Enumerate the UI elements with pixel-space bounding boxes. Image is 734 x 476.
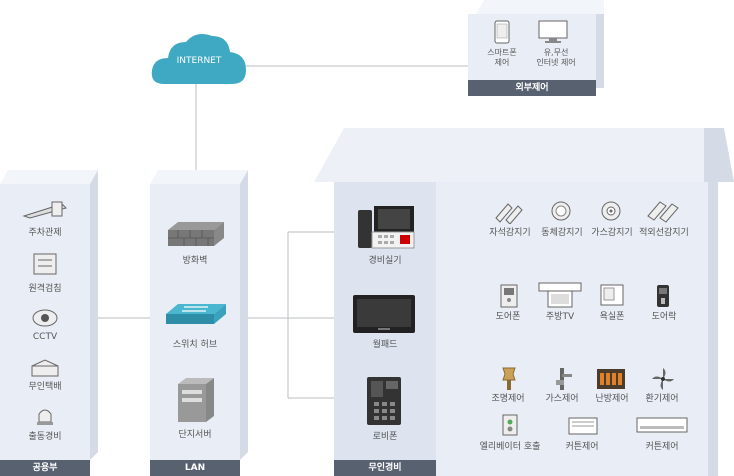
parcel-box-icon	[30, 358, 60, 382]
firewall-icon	[166, 220, 226, 252]
kitchen-tv-icon	[538, 282, 582, 312]
lan-item-label: 스위치 허브	[172, 340, 218, 350]
device-label: 주방TV	[545, 312, 575, 322]
curtain-motor-icon	[636, 416, 688, 440]
cloud-icon	[151, 34, 246, 84]
sensor-label: 자석감지기	[489, 228, 531, 238]
control2-label: 엘리베이터 호출	[479, 442, 541, 452]
elevator-call-icon	[502, 414, 518, 440]
control-label: 조명제어	[491, 394, 525, 404]
public-item-label: 출동경비	[28, 432, 62, 442]
gas-valve-icon	[552, 366, 574, 396]
security-item-label: 월패드	[372, 340, 398, 350]
lan-item-label: 방화벽	[182, 256, 208, 266]
fan-icon	[650, 366, 676, 396]
security-footer: 무인경비	[334, 460, 436, 476]
server-icon	[176, 376, 216, 428]
control-label: 난방제어	[595, 394, 629, 404]
lan-footer: LAN	[150, 460, 240, 476]
public-item-label: 무인택배	[28, 382, 62, 392]
switch-hub-icon	[164, 302, 228, 332]
bathroom-phone-icon	[600, 284, 624, 310]
device-label: 욕실폰	[599, 312, 625, 322]
guard-phone-icon	[356, 204, 416, 254]
public-item-label: 주차관제	[28, 228, 62, 238]
device-label: 도어락	[651, 312, 677, 322]
device-label: 도어폰	[495, 312, 521, 322]
doorphone-icon	[500, 284, 518, 312]
public-footer: 공용부	[0, 460, 90, 476]
public-item-label: 원격검침	[28, 284, 62, 294]
external-footer: 외부제어	[468, 80, 596, 96]
control2-label: 커튼제어	[565, 442, 599, 452]
security-item-label: 로비폰	[372, 432, 398, 442]
smartphone-icon	[494, 20, 510, 48]
alarm-siren-icon	[34, 404, 56, 430]
internet-cloud: INTERNET	[150, 30, 248, 88]
heater-icon	[596, 368, 626, 394]
lighting-icon	[500, 366, 518, 396]
infrared-sensor-icon	[646, 198, 680, 228]
curtain-icon	[568, 416, 598, 440]
external-item-smartphone-label: 스마트폰 제어	[487, 48, 517, 67]
wallpad-icon	[352, 294, 416, 338]
control-label: 가스제어	[545, 394, 579, 404]
internet-label: INTERNET	[176, 56, 222, 66]
meter-reading-icon	[32, 252, 60, 282]
monitor-icon	[538, 20, 568, 48]
security-item-label: 경비실기	[368, 256, 402, 266]
lobby-phone-icon	[366, 376, 402, 430]
parking-gate-icon	[22, 198, 68, 224]
gas-sensor-icon	[600, 200, 622, 226]
control-label: 환기제어	[645, 394, 679, 404]
sensor-label: 적외선감지기	[639, 228, 689, 238]
sensor-label: 동체감지기	[541, 228, 583, 238]
public-item-label: CCTV	[32, 332, 58, 342]
motion-sensor-icon	[550, 200, 572, 226]
magnet-sensor-icon	[494, 200, 524, 228]
control2-label: 커튼제어	[645, 442, 679, 452]
cctv-camera-icon	[32, 306, 60, 332]
lan-item-label: 단지서버	[178, 430, 212, 440]
sensor-label: 가스감지기	[591, 228, 633, 238]
door-lock-icon	[656, 284, 670, 312]
external-item-internet-label: 유,무선 인터넷 제어	[536, 48, 576, 67]
